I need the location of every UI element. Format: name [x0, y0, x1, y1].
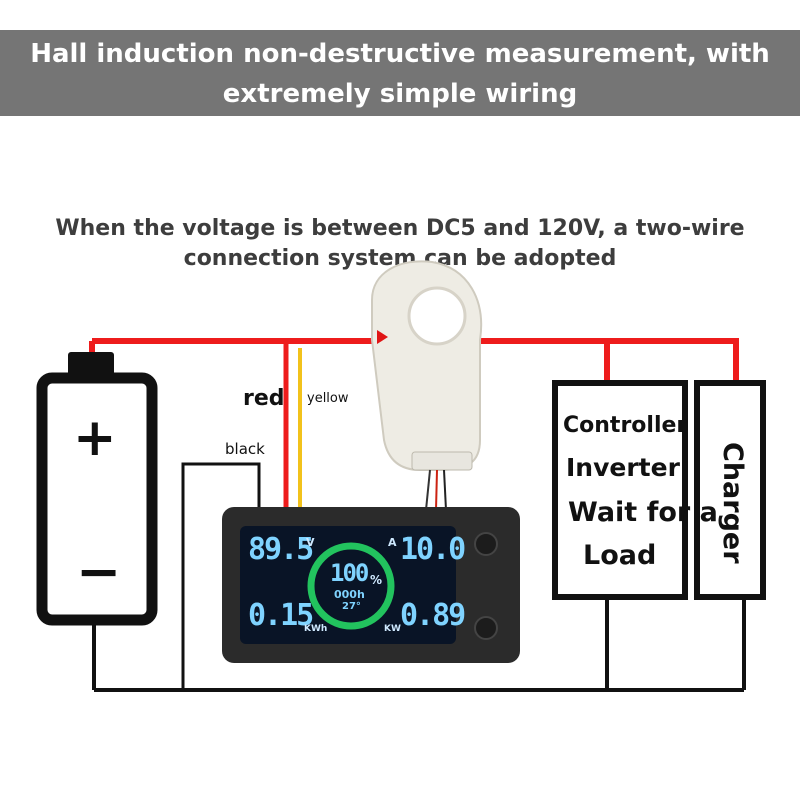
- yellow-wire-label: yellow: [307, 391, 349, 406]
- load-box-line-1: Controller: [563, 413, 688, 438]
- banner-line-2: extremely simple wiring: [222, 79, 578, 109]
- banner-line-1: Hall induction non-destructive measureme…: [30, 39, 770, 69]
- energy-unit: KWh: [304, 624, 328, 634]
- load-box-line-3: Wait for a: [568, 497, 718, 528]
- current-readout: 10.0: [400, 532, 466, 567]
- load-box-line-2: Inverter: [566, 453, 680, 482]
- load-box: [552, 380, 688, 600]
- hours-readout: 000h: [334, 588, 365, 601]
- hall-current-sensor-icon: [371, 260, 483, 511]
- lcd-meter-icon: [222, 507, 520, 663]
- power-readout: 0.89: [400, 598, 466, 633]
- battery-icon: [36, 352, 158, 626]
- charger-label: Charger: [717, 442, 748, 564]
- red-wire-label: red: [243, 386, 285, 411]
- percent-unit: %: [370, 573, 383, 587]
- battery-minus: −: [76, 540, 122, 603]
- black-wire-label: black: [225, 440, 265, 458]
- current-unit: A: [388, 536, 397, 549]
- subtitle-line-1: When the voltage is between DC5 and 120V…: [55, 216, 745, 241]
- power-unit: KW: [384, 624, 401, 634]
- battery-plus: +: [73, 408, 117, 468]
- load-box-line-4: Load: [583, 540, 657, 571]
- negative-wire: [92, 462, 746, 692]
- energy-readout: 0.15: [248, 598, 314, 633]
- charger-box: [694, 380, 766, 600]
- banner: Hall induction non-destructive measureme…: [0, 30, 800, 116]
- percent-readout: 100: [330, 559, 369, 587]
- temperature-readout: 27°: [342, 601, 361, 612]
- voltage-unit: V: [306, 536, 315, 549]
- voltage-readout: 89.5: [248, 532, 314, 567]
